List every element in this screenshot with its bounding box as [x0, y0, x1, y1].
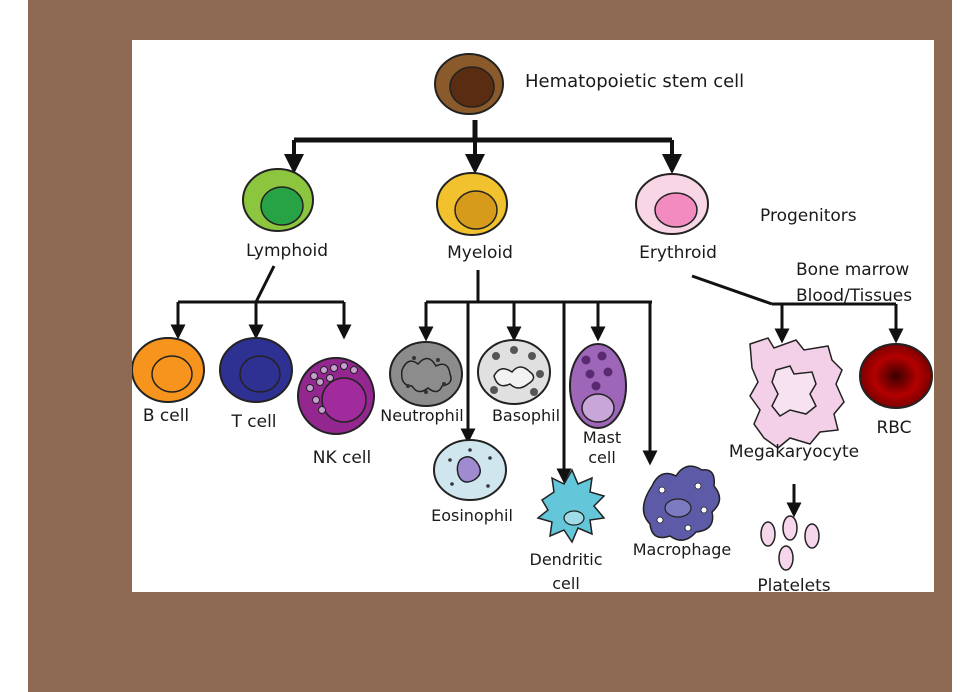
t-cell-icon [219, 337, 293, 403]
connector-lines [170, 120, 904, 518]
eosinophil-label: Eosinophil [431, 506, 513, 525]
bone-marrow-label: Bone marrow [796, 260, 910, 280]
macrophage-icon [642, 465, 721, 541]
megakaryocyte-icon [749, 337, 845, 449]
stem-cell-icon [434, 53, 504, 115]
macrophage-label: Macrophage [632, 540, 732, 559]
t-cell-label: T cell [231, 412, 277, 432]
stem-cell-label: Hematopoietic stem cell [525, 71, 745, 92]
rbc-icon [859, 343, 933, 409]
mast-cell-icon [569, 343, 627, 429]
eosinophil-icon [433, 439, 507, 501]
b-cell-icon [132, 337, 205, 403]
progenitors-label: Progenitors [760, 206, 857, 226]
neutrophil-label: Neutrophil [380, 406, 464, 425]
lymphoid-label: Lymphoid [245, 241, 329, 261]
blood-tissues-label: Blood/Tissues [796, 286, 913, 306]
b-cell-label: B cell [142, 406, 190, 426]
brown-frame: Hematopoietic stem cell Progenitors Bone… [28, 0, 952, 692]
mast-cell-label: Mast cell [582, 428, 622, 467]
erythroid-cell-icon [635, 173, 709, 235]
dendritic-cell-icon [536, 468, 606, 544]
erythroid-label: Erythroid [639, 243, 717, 263]
lymphoid-cell-icon [242, 168, 314, 232]
nk-cell-icon [297, 357, 375, 435]
basophil-label: Basophil [491, 406, 561, 425]
myeloid-cell-icon [436, 172, 508, 236]
neutrophil-icon [389, 341, 463, 407]
diagram-panel: Hematopoietic stem cell Progenitors Bone… [132, 40, 934, 592]
rbc-label: RBC [876, 418, 912, 438]
dendritic-nucleus [563, 510, 585, 526]
basophil-icon [477, 339, 551, 405]
myeloid-label: Myeloid [447, 243, 513, 263]
dendritic-cell-label: Dendritic cell [529, 550, 603, 592]
hematopoiesis-diagram [132, 53, 933, 571]
nk-cell-label: NK cell [312, 448, 372, 468]
platelets-label: Platelets [757, 576, 831, 592]
platelets-icon [760, 515, 820, 571]
megakaryocyte-label: Megakaryocyte [728, 442, 860, 462]
